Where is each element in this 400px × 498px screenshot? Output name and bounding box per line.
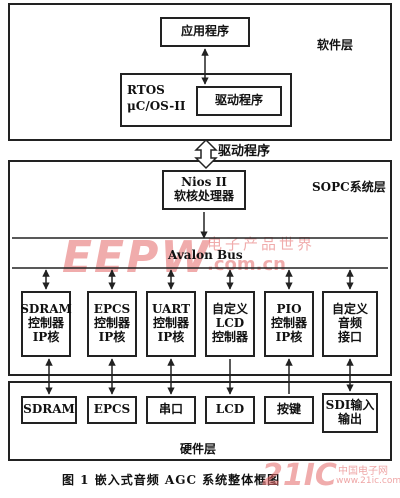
epcs-controller-box: EPCS 控制器 IP核 — [87, 291, 137, 357]
lcd-device-box: LCD — [205, 396, 255, 424]
sdi-io-device-box: SDI输入 输出 — [322, 393, 378, 433]
lcd-controller-box: 自定义 LCD 控制器 — [205, 291, 255, 357]
controller-device-arrows — [45, 358, 354, 395]
eepw-cn-watermark: 电子产品世界 — [207, 235, 316, 253]
audio-interface-box: 自定义 音频 接口 — [322, 291, 378, 357]
app-program-box: 应用程序 — [160, 17, 250, 47]
nios-ii-box: Nios II 软核处理器 — [162, 170, 246, 210]
hardware-layer-label: 硬件层 — [180, 442, 217, 456]
software-layer — [8, 3, 392, 141]
figure-caption: 图 1 嵌入式音频 AGC 系统整体框图 — [62, 473, 281, 487]
software-layer-label: 软件层 — [317, 38, 354, 52]
site2-url-watermark: www.21ic.com — [336, 476, 400, 486]
pio-controller-box: PIO 控制器 IP核 — [264, 291, 314, 357]
sdram-controller-box: SDRAM 控制器 IP核 — [20, 291, 72, 357]
site2-watermark: 21IC — [262, 458, 337, 493]
key-device-box: 按键 — [264, 396, 314, 424]
serial-port-device-box: 串口 — [146, 396, 196, 424]
avalon-bus-label: Avalon Bus — [168, 248, 243, 262]
uart-controller-box: UART 控制器 IP核 — [146, 291, 196, 357]
driver-interface-label: 驱动程序 — [218, 144, 271, 159]
hardware-layer — [8, 381, 392, 461]
layer-double-arrow — [194, 138, 218, 170]
sopc-layer-label: SOPC系统层 — [312, 180, 386, 194]
rtos-label: RTOS μC/OS-II — [127, 83, 186, 114]
sdram-device-box: SDRAM — [21, 396, 77, 424]
eepw-watermark: EEPW — [62, 232, 211, 283]
driver-box: 驱动程序 — [196, 86, 282, 116]
site2-cn-watermark: 中国电子网 — [338, 466, 388, 477]
epcs-device-box: EPCS — [87, 396, 137, 424]
bus-controller-arrows — [42, 269, 354, 290]
